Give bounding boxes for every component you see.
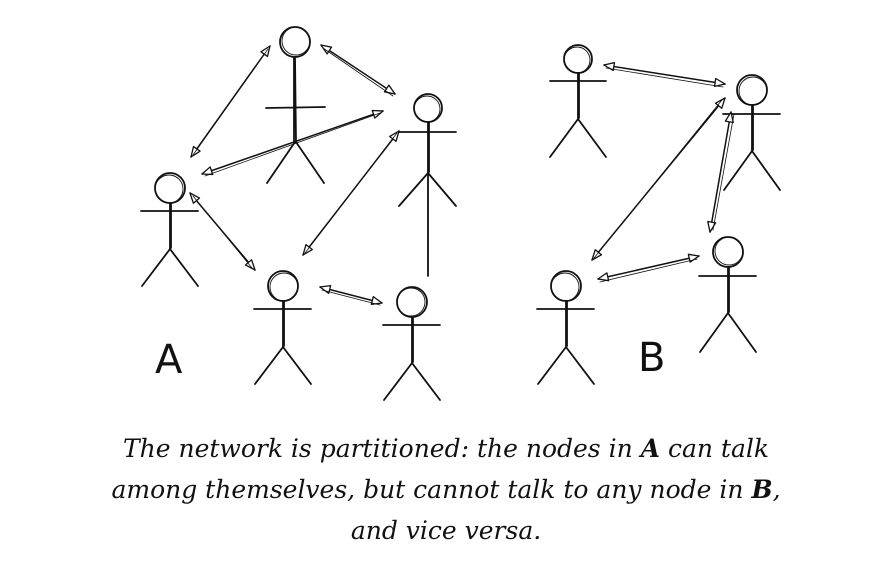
node-figure — [722, 74, 781, 191]
connections-group-a — [189, 44, 400, 306]
caption-group-b: B — [751, 475, 773, 504]
node-figure — [549, 44, 607, 158]
caption-text: and vice versa. — [350, 516, 542, 545]
group-a: A — [140, 26, 457, 401]
node-figure — [536, 270, 595, 385]
node-figure — [698, 236, 757, 353]
node-figure — [265, 26, 326, 184]
caption-line-2: among themselves, but cannot talk to any… — [0, 469, 892, 510]
group-label-b: B — [638, 335, 665, 381]
caption-group-a: A — [640, 434, 661, 463]
caption-text: can talk — [660, 434, 770, 463]
caption-text: , — [772, 475, 781, 504]
node-figure — [382, 286, 441, 401]
caption-line-3: and vice versa. — [0, 510, 892, 551]
group-label-a: A — [155, 337, 183, 383]
connections-group-b — [591, 61, 735, 283]
node-figure — [398, 93, 457, 277]
caption-line-1: The network is partitioned: the nodes in… — [0, 428, 892, 469]
group-b: B — [536, 44, 781, 385]
node-figure — [140, 172, 199, 287]
caption-text: The network is partitioned: the nodes in — [122, 434, 641, 463]
node-figure — [253, 270, 312, 385]
caption-text: among themselves, but cannot talk to any… — [111, 475, 752, 504]
figure-caption: The network is partitioned: the nodes in… — [0, 428, 892, 551]
partition-diagram: A — [140, 26, 781, 401]
